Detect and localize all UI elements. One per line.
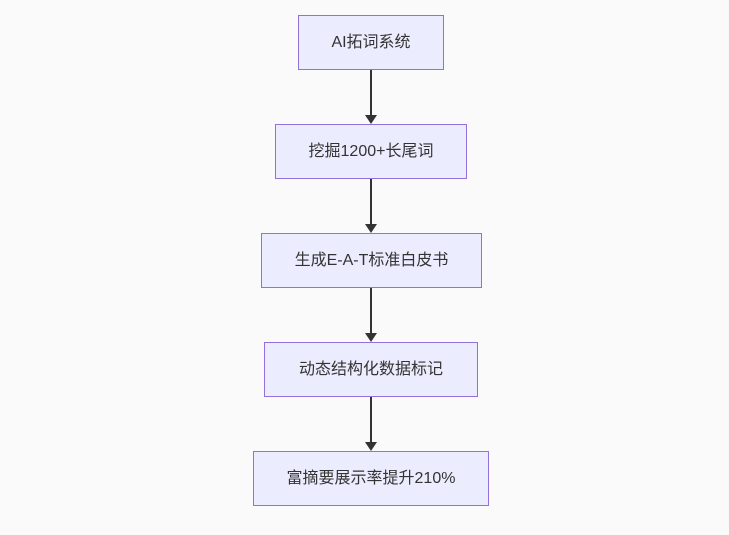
arrow-line (370, 70, 372, 115)
arrow-line (370, 179, 372, 224)
arrowhead-icon (365, 224, 377, 233)
node-label: 动态结构化数据标记 (298, 360, 443, 378)
connector-arrow-4 (365, 397, 377, 451)
node-eat-whitepaper: 生成E-A-T标准白皮书 (261, 233, 482, 288)
arrow-line (370, 288, 372, 333)
node-longtail-mining: 挖掘1200+长尾词 (275, 124, 467, 179)
node-rich-snippet-result: 富摘要展示率提升210% (253, 451, 489, 506)
arrowhead-icon (365, 115, 377, 124)
node-label: 富摘要展示率提升210% (286, 469, 456, 487)
arrowhead-icon (365, 333, 377, 342)
arrow-line (370, 397, 372, 442)
node-label: AI拓词系统 (331, 33, 411, 51)
connector-arrow-1 (365, 70, 377, 124)
node-ai-expansion-system: AI拓词系统 (298, 15, 444, 70)
node-structured-data-markup: 动态结构化数据标记 (264, 342, 478, 397)
arrowhead-icon (365, 442, 377, 451)
node-label: 挖掘1200+长尾词 (308, 142, 434, 160)
connector-arrow-2 (365, 179, 377, 233)
node-label: 生成E-A-T标准白皮书 (294, 251, 449, 269)
connector-arrow-3 (365, 288, 377, 342)
